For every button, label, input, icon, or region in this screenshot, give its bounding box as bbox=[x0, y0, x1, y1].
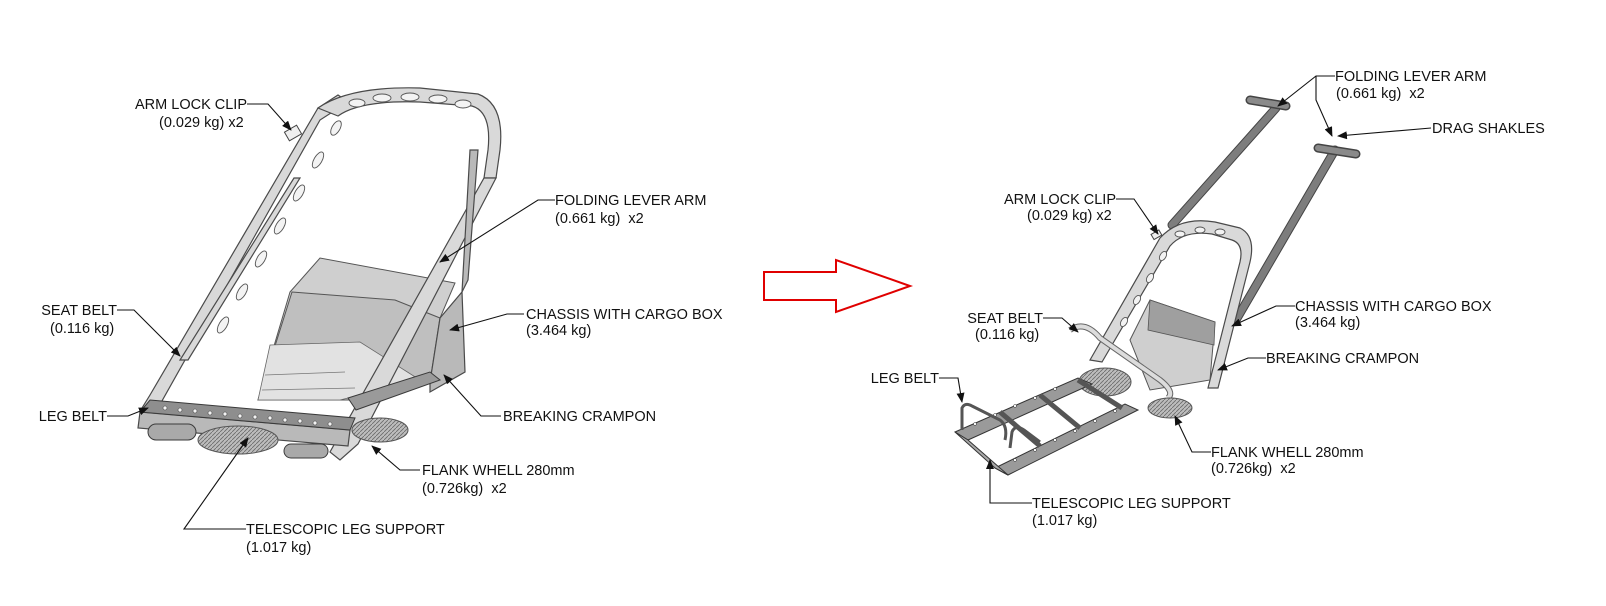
left-mass-folding-lever-arm: (0.661 kg) x2 bbox=[555, 211, 644, 227]
sled-folded-illustration bbox=[137, 87, 502, 461]
left-mass-telescopic-leg-support: (1.017 kg) bbox=[246, 540, 311, 556]
sled-unfolded-illustration bbox=[953, 95, 1361, 476]
right-mass-telescopic-leg-support: (1.017 kg) bbox=[1032, 513, 1097, 529]
right-label-chassis: CHASSIS WITH CARGO BOX bbox=[1295, 299, 1492, 315]
transform-arrow bbox=[763, 258, 914, 314]
right-label-leg-belt: LEG BELT bbox=[871, 371, 939, 387]
left-mass-seat-belt: (0.116 kg) bbox=[50, 321, 114, 337]
left-label-leg-belt: LEG BELT bbox=[39, 409, 107, 425]
left-label-telescopic-leg-support: TELESCOPIC LEG SUPPORT bbox=[246, 522, 445, 538]
left-label-seat-belt: SEAT BELT bbox=[41, 303, 117, 319]
right-mass-chassis: (3.464 kg) bbox=[1295, 315, 1360, 331]
right-label-seat-belt: SEAT BELT bbox=[967, 311, 1043, 327]
left-label-breaking-crampon: BREAKING CRAMPON bbox=[503, 409, 656, 425]
left-leader-lines bbox=[107, 103, 555, 530]
left-labels: ARM LOCK CLIP (0.029 kg) x2 FOLDING LEVE… bbox=[39, 97, 723, 556]
right-label-arm-lock-clip: ARM LOCK CLIP bbox=[1004, 192, 1116, 208]
left-mass-chassis: (3.464 kg) bbox=[526, 323, 591, 339]
left-label-arm-lock-clip: ARM LOCK CLIP bbox=[135, 97, 247, 113]
left-label-flank-whell: FLANK WHELL 280mm bbox=[422, 463, 575, 479]
left-mass-arm-lock-clip: (0.029 kg) x2 bbox=[159, 115, 244, 131]
right-mass-arm-lock-clip: (0.029 kg) x2 bbox=[1027, 208, 1112, 224]
right-label-folding-lever-arm: FOLDING LEVER ARM bbox=[1335, 69, 1486, 85]
right-mass-folding-lever-arm: (0.661 kg) x2 bbox=[1336, 86, 1425, 102]
left-mass-flank-whell: (0.726kg) x2 bbox=[422, 481, 507, 497]
left-label-chassis: CHASSIS WITH CARGO BOX bbox=[526, 307, 723, 323]
right-label-drag-shakles: DRAG SHAKLES bbox=[1432, 121, 1545, 137]
right-mass-flank-whell: (0.726kg) x2 bbox=[1211, 461, 1296, 477]
right-mass-seat-belt: (0.116 kg) bbox=[975, 327, 1039, 343]
left-label-folding-lever-arm: FOLDING LEVER ARM bbox=[555, 193, 706, 209]
right-label-flank-whell: FLANK WHELL 280mm bbox=[1211, 445, 1364, 461]
right-label-breaking-crampon: BREAKING CRAMPON bbox=[1266, 351, 1419, 367]
right-leader-lines bbox=[939, 75, 1432, 504]
right-labels: FOLDING LEVER ARM (0.661 kg) x2 DRAG SHA… bbox=[871, 69, 1545, 529]
right-label-telescopic-leg-support: TELESCOPIC LEG SUPPORT bbox=[1032, 496, 1231, 512]
